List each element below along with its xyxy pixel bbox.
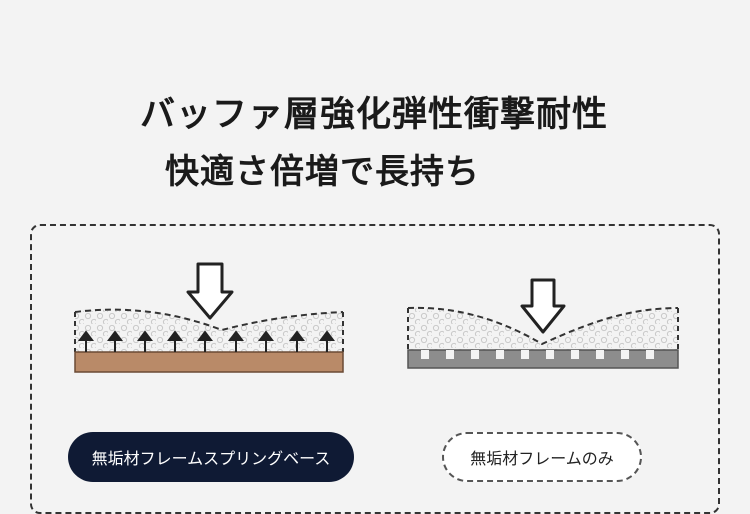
headline-line-1: バッファ層強化弾性衝撃耐性 <box>140 95 609 135</box>
support-arrows <box>78 330 335 352</box>
headline-line-2: 快適さ倍増で長持ち <box>165 152 480 192</box>
frame-only-illustration <box>407 278 679 369</box>
spring-base-illustration <box>74 262 344 373</box>
pressure-arrow-left-icon <box>186 262 234 320</box>
pressure-arrow-right-icon <box>520 278 566 334</box>
comparison-diagram <box>74 262 679 373</box>
foam-layer-left <box>75 309 343 352</box>
spring-base-label: 無垢材フレームスプリングベース <box>68 432 354 482</box>
frame-only-label: 無垢材フレームのみ <box>442 432 642 482</box>
slat-gaps <box>421 350 654 359</box>
wood-base <box>74 351 344 373</box>
